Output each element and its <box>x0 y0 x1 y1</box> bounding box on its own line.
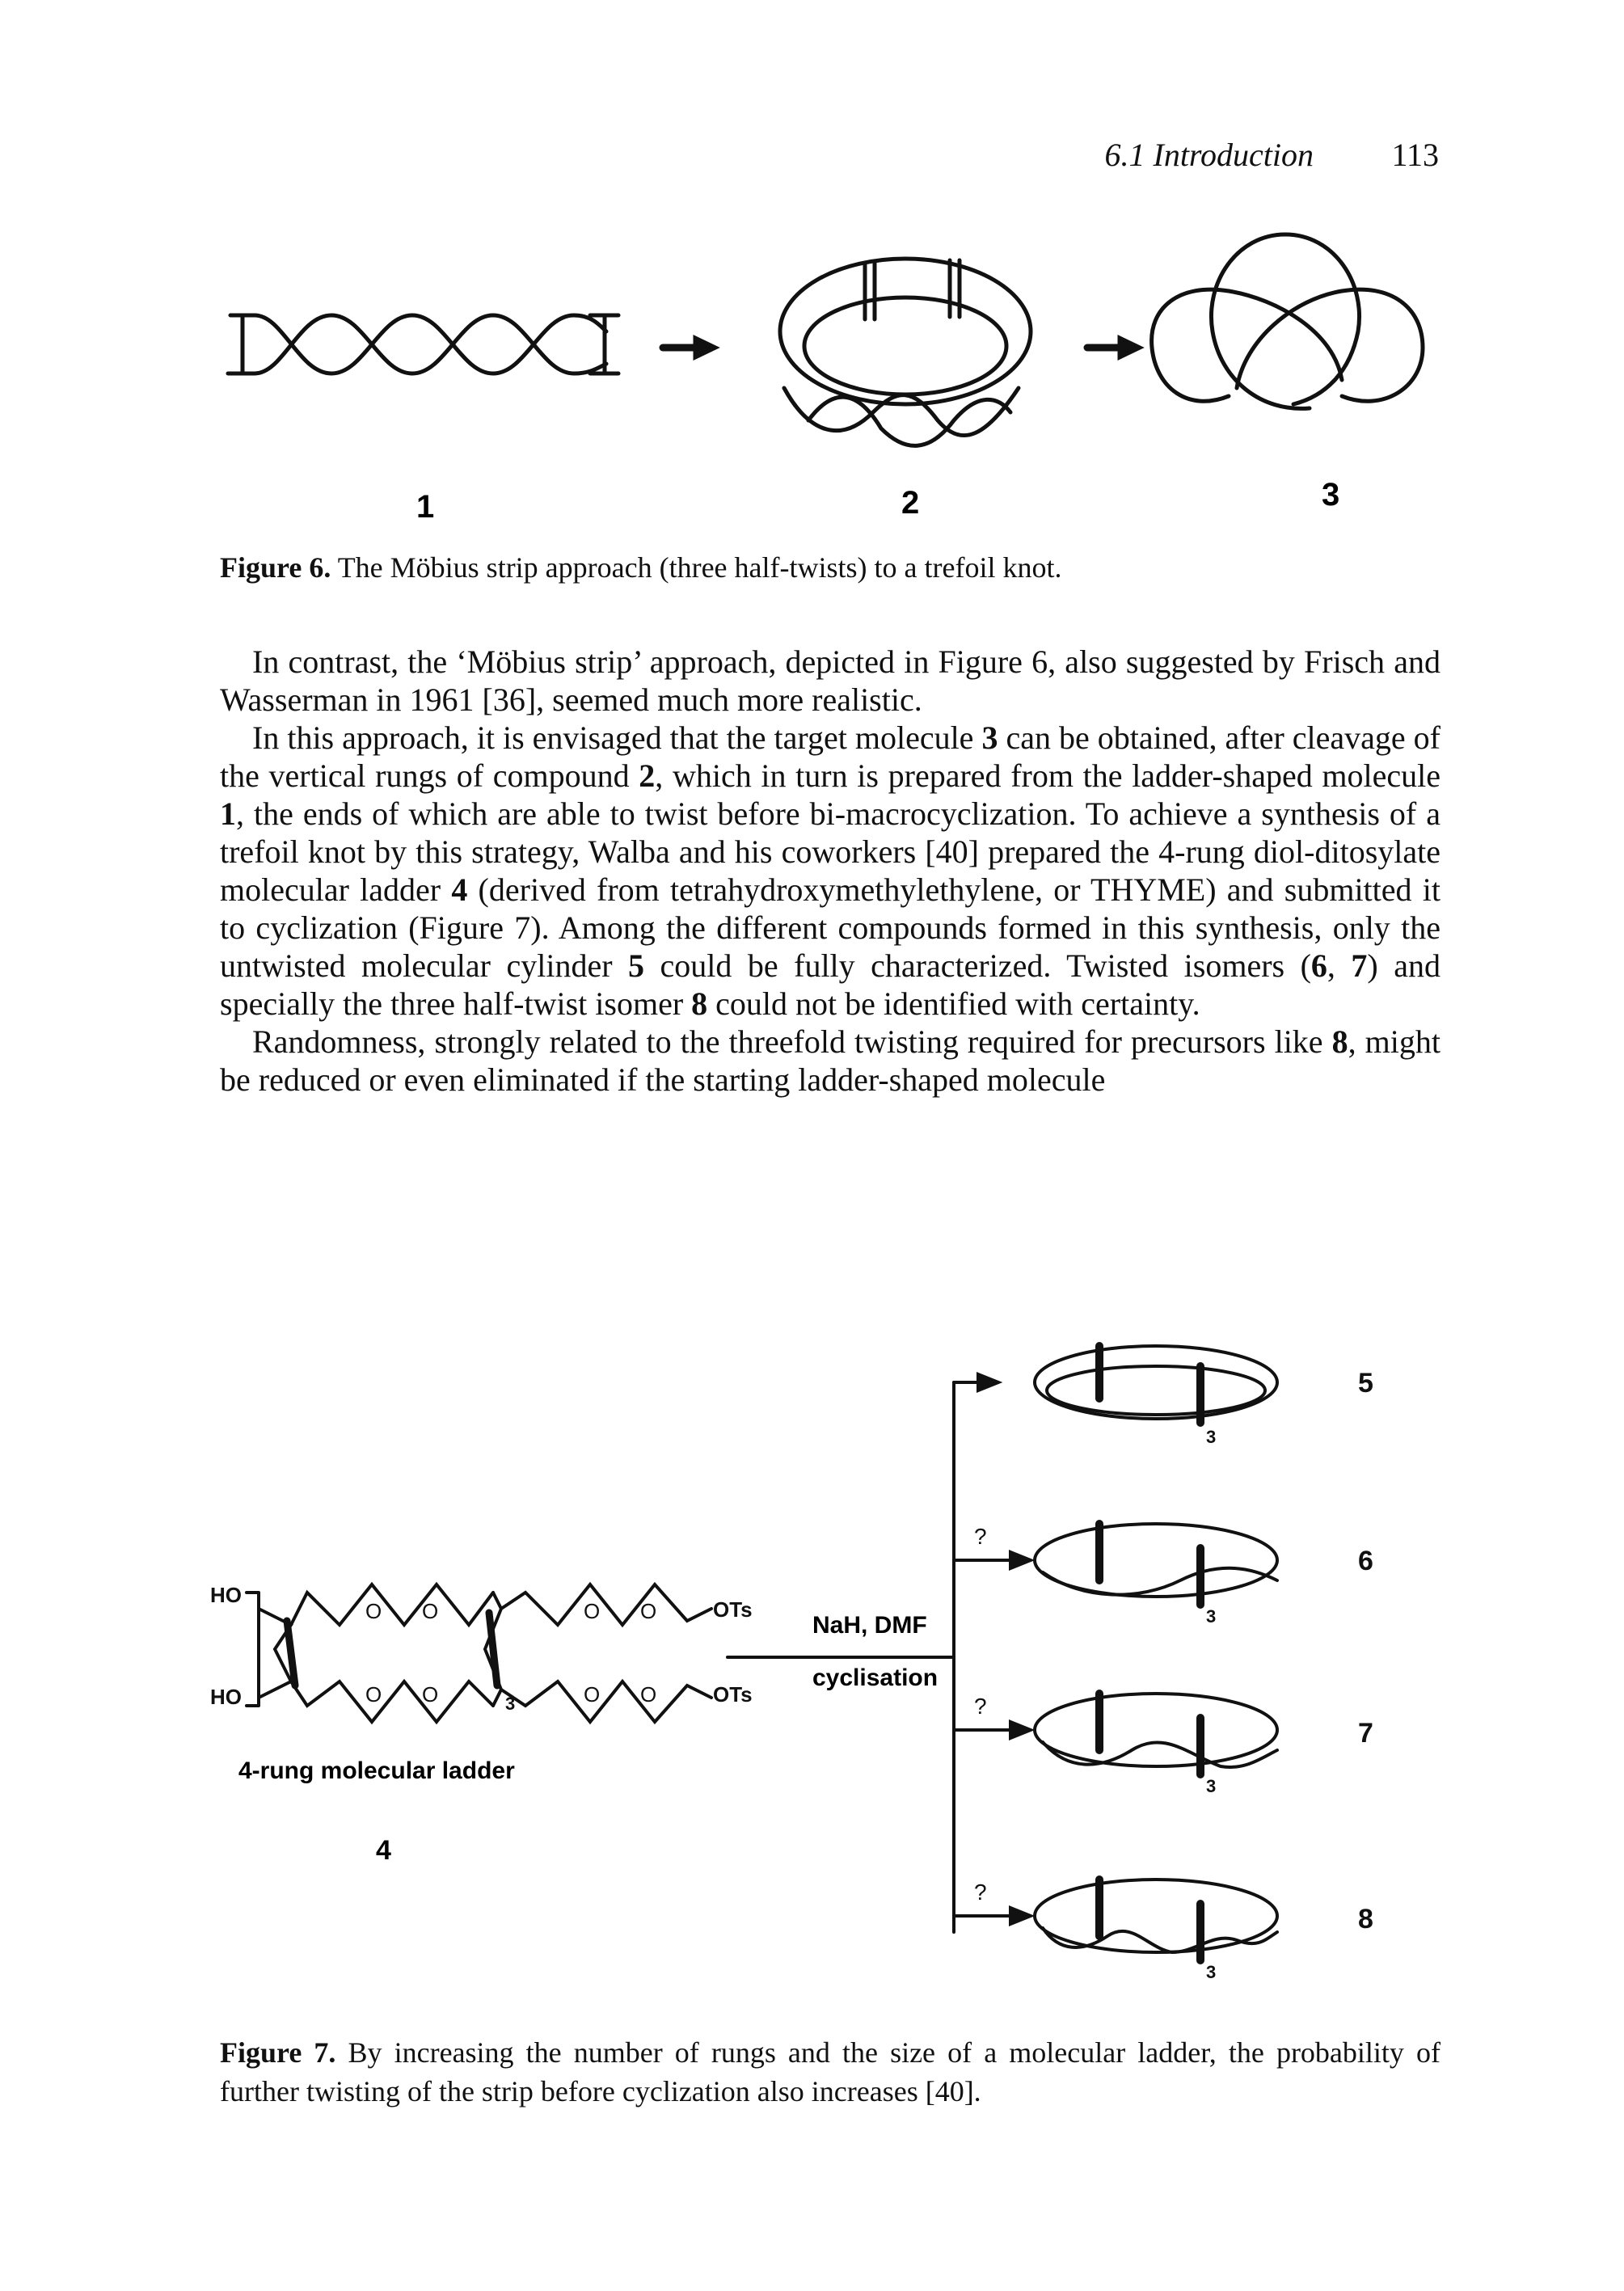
p2-ref: 3 <box>981 719 998 756</box>
figure-6-caption-label: Figure 6. <box>220 551 331 584</box>
figure-7-diagram: HO HO OTs OTs 3 O O O O O O O O NaH, DMF… <box>210 1342 1373 1982</box>
p2-ref: 1 <box>220 795 236 832</box>
oxygen-label: O <box>584 1682 600 1707</box>
subscript-3-ring-7: 3 <box>1206 1776 1216 1796</box>
paragraph-3: Randomness, strongly related to the thre… <box>220 1023 1441 1099</box>
subscript-3-ring-8: 3 <box>1206 1962 1216 1982</box>
uncertain-mark-7: ? <box>974 1694 987 1719</box>
compound-label-1: 1 <box>416 489 434 525</box>
ladder-number-label: 4 <box>376 1835 391 1866</box>
product-ring-7 <box>1033 1690 1279 1778</box>
uncertain-mark-6: ? <box>974 1524 987 1549</box>
reagent-label: NaH, DMF <box>812 1612 927 1639</box>
ots-top-label: OTs <box>713 1597 753 1622</box>
arrow-2 <box>1083 335 1145 361</box>
product-ring-6 <box>1033 1520 1279 1609</box>
ots-bottom-label: OTs <box>713 1682 753 1707</box>
p2-ref: 8 <box>691 985 708 1022</box>
figure-7-caption-label: Figure 7. <box>220 2036 336 2069</box>
product-label-5: 5 <box>1358 1368 1373 1399</box>
p2-text: , the ends of which are able to twist be… <box>220 795 1441 908</box>
ladder-name-label: 4-rung molecular ladder <box>238 1757 515 1784</box>
p3-text: , might be reduced or even eliminated if… <box>220 1023 1441 1098</box>
figure-7-caption: Figure 7. By increasing the number of ru… <box>220 2033 1441 2111</box>
subscript-3-ring-6: 3 <box>1206 1606 1216 1626</box>
uncertain-mark-8: ? <box>974 1880 987 1905</box>
p2-text: In this approach, it is envisaged that t… <box>252 719 982 756</box>
p2-ref: 4 <box>451 871 468 908</box>
oxygen-label: O <box>365 1599 382 1623</box>
product-label-7: 7 <box>1358 1718 1373 1749</box>
product-label-6: 6 <box>1358 1546 1373 1576</box>
figure-7-caption-text: By increasing the number of rungs and th… <box>220 2036 1441 2107</box>
header-section: 6.1 Introduction <box>1104 137 1314 173</box>
p2-text: can be obtained, after cleavage of the v… <box>220 719 1441 794</box>
running-header: 6.1 Introduction 113 <box>1039 136 1447 184</box>
oxygen-label: O <box>640 1599 656 1623</box>
ho-bottom-label: HO <box>210 1685 242 1709</box>
p2-text: ) and specially the three half-twist iso… <box>220 947 1441 1022</box>
product-label-8: 8 <box>1358 1904 1373 1934</box>
p2-ref: 6 <box>1310 947 1327 984</box>
process-label: cyclisation <box>812 1664 938 1691</box>
subscript-3-ladder: 3 <box>505 1694 515 1714</box>
paragraph-1: In contrast, the ‘Möbius strip’ approach… <box>220 643 1441 718</box>
product-ring-5 <box>1033 1342 1279 1427</box>
p2-ref: 2 <box>639 757 656 794</box>
oxygen-label: O <box>365 1682 382 1707</box>
p3-ref: 8 <box>1331 1023 1348 1060</box>
p2-ref: 7 <box>1351 947 1368 984</box>
p3-text: Randomness, strongly related to the thre… <box>252 1023 1332 1060</box>
subscript-3-ring-5: 3 <box>1206 1427 1216 1447</box>
p2-text: could be fully characterized. Twisted is… <box>644 947 1311 984</box>
ho-top-label: HO <box>210 1583 242 1607</box>
reaction-branch <box>726 1372 1036 1934</box>
figure-6-caption: Figure 6. The Möbius strip approach (thr… <box>220 548 1441 587</box>
p2-text: , which in turn is prepared from the lad… <box>655 757 1441 794</box>
mobius-strip-2 <box>778 256 1033 448</box>
oxygen-label: O <box>584 1599 600 1623</box>
p2-ref: 5 <box>628 947 645 984</box>
oxygen-label: O <box>422 1682 438 1707</box>
body-text: In contrast, the ‘Möbius strip’ approach… <box>220 643 1441 1099</box>
arrow-1 <box>659 335 720 361</box>
compound-label-2: 2 <box>901 485 919 521</box>
figure-6-diagram: 1 2 3 <box>226 232 1425 525</box>
ladder-molecule-1 <box>226 313 621 376</box>
compound-label-3: 3 <box>1322 477 1339 513</box>
ladder-molecule-4 <box>245 1581 713 1725</box>
oxygen-label: O <box>422 1599 438 1623</box>
p2-text: could not be identified with certainty. <box>707 985 1200 1022</box>
page-number: 113 <box>1391 137 1439 173</box>
oxygen-label: O <box>640 1682 656 1707</box>
p2-text: , <box>1327 947 1352 984</box>
paragraph-2: In this approach, it is envisaged that t… <box>220 719 1441 1023</box>
p2-text: (derived from tetrahydroxymethylethylene… <box>220 871 1441 984</box>
trefoil-knot-3 <box>1149 232 1425 411</box>
product-ring-8 <box>1033 1875 1279 1964</box>
figure-6-caption-text: The Möbius strip approach (three half-tw… <box>337 551 1062 584</box>
